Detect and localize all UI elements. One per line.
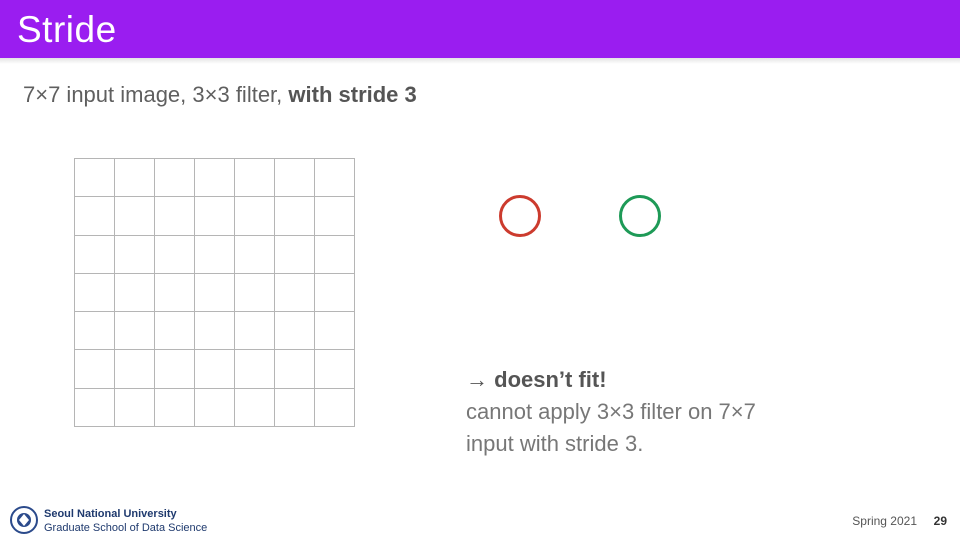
grid-cell (275, 235, 315, 274)
note-headline: → doesn’t fit! (466, 364, 756, 396)
grid-cell (115, 312, 155, 351)
grid-cell (75, 235, 115, 274)
grid-cell (195, 350, 235, 389)
grid-cell (115, 235, 155, 274)
grid-cell (235, 235, 275, 274)
grid-cell (275, 159, 315, 198)
grid-cell (195, 273, 235, 313)
grid-cell (155, 159, 195, 198)
slide-title: Stride (17, 9, 117, 50)
grid-cell (275, 388, 315, 427)
grid-cell (235, 388, 275, 427)
grid-cell (75, 273, 115, 313)
grid-cell (155, 388, 195, 427)
grid-cell (115, 273, 155, 313)
grid-cell (195, 197, 235, 236)
grid-cell (315, 159, 355, 198)
term-label: Spring 2021 (852, 514, 917, 528)
grid-cell (195, 159, 235, 198)
grid-cell (75, 350, 115, 389)
slide-subtitle: 7×7 input image, 3×3 filter, with stride… (23, 80, 417, 110)
grid-cell (75, 197, 115, 236)
grid-cell (235, 312, 275, 351)
grid-cell (115, 159, 155, 198)
note-line-1: cannot apply 3×3 filter on 7×7 (466, 399, 756, 424)
stride-note: → doesn’t fit! cannot apply 3×3 filter o… (466, 364, 756, 460)
university-name: Seoul National University (44, 508, 177, 520)
grid-cell (315, 197, 355, 236)
grid-cell (275, 197, 315, 236)
grid-cell (195, 312, 235, 351)
grid-cell (155, 350, 195, 389)
grid-cell (275, 273, 315, 313)
arrow-icon: → (466, 367, 488, 392)
grid-cell (195, 388, 235, 427)
note-line-2: input with stride 3. (466, 431, 644, 456)
grid-cell (75, 159, 115, 198)
input-image-grid (74, 158, 355, 427)
grid-cell (75, 312, 115, 351)
grid-cell (275, 350, 315, 389)
red-circle (499, 195, 541, 237)
grid-cell (315, 388, 355, 427)
grid-cell (275, 312, 315, 351)
grid-cell (235, 159, 275, 198)
green-circle (619, 195, 661, 237)
grid-cell (115, 350, 155, 389)
page-number: 29 (933, 514, 947, 528)
grid-cell (115, 388, 155, 427)
grid-cell (115, 197, 155, 236)
grid-cell (235, 273, 275, 313)
grid-cell (155, 273, 195, 313)
university-logo-icon (10, 506, 38, 534)
subtitle-bold-text: with stride 3 (288, 82, 417, 107)
grid-cell (155, 197, 195, 236)
grid-cell (235, 197, 275, 236)
grid-cell (315, 273, 355, 313)
grid-cell (235, 350, 275, 389)
grid-cell (315, 350, 355, 389)
title-bar-shadow (0, 58, 960, 64)
grid-cell (155, 235, 195, 274)
grid-cell (155, 312, 195, 351)
school-name: Graduate School of Data Science (44, 522, 208, 534)
note-headline-text: doesn’t fit! (494, 367, 607, 392)
grid-cell (195, 235, 235, 274)
grid-cell (315, 312, 355, 351)
subtitle-text: 7×7 input image, 3×3 filter, (23, 82, 289, 107)
grid-cell (315, 235, 355, 274)
title-bar: Stride (0, 0, 960, 58)
grid-cell (75, 388, 115, 427)
